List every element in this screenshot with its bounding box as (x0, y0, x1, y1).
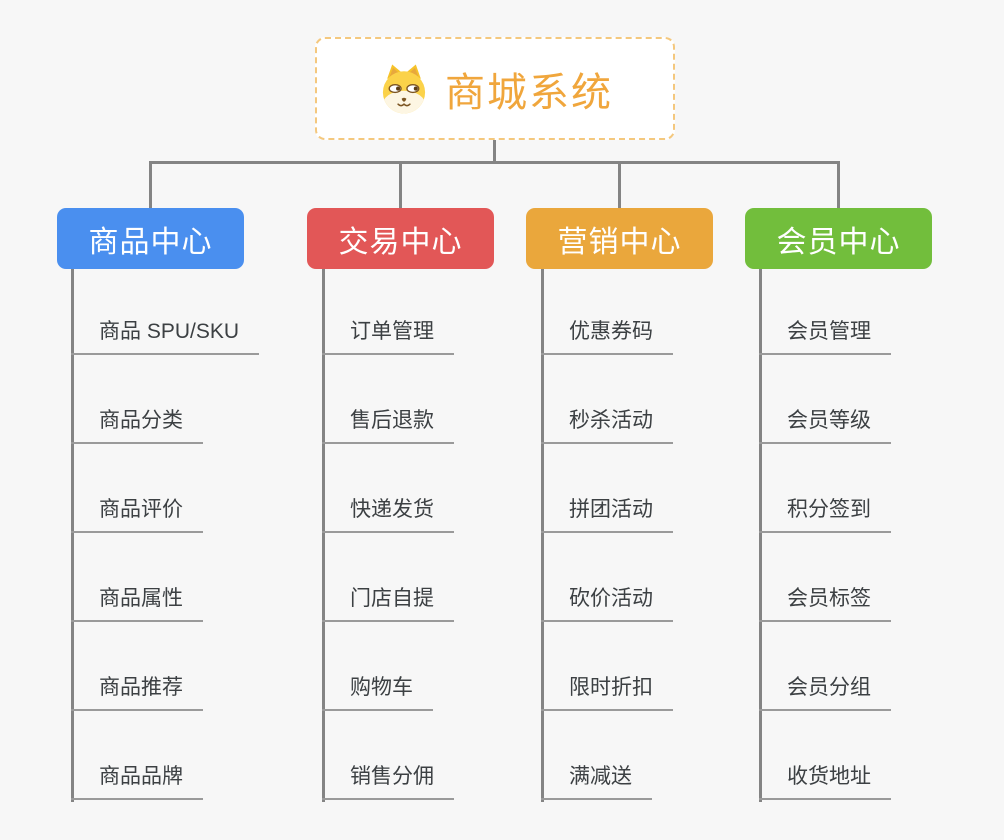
root-connector-line (493, 140, 496, 164)
leaf-node[interactable]: 商品推荐 (71, 673, 203, 711)
leaf-node[interactable]: 会员分组 (759, 673, 891, 711)
leaf-node[interactable]: 售后退款 (322, 406, 454, 444)
root-node[interactable]: 商城系统 (315, 37, 675, 140)
leaf-node[interactable]: 会员等级 (759, 406, 891, 444)
leaf-node[interactable]: 积分签到 (759, 495, 891, 533)
leaf-node[interactable]: 购物车 (322, 673, 433, 711)
leaf-node[interactable]: 拼团活动 (541, 495, 673, 533)
leaf-node[interactable]: 满减送 (541, 762, 652, 800)
leaf-node[interactable]: 会员管理 (759, 317, 891, 355)
branch-drop-line (399, 161, 402, 210)
branch-spine-line (322, 269, 325, 802)
branch-drop-line (149, 161, 152, 210)
leaf-node[interactable]: 商品品牌 (71, 762, 203, 800)
branch-spine-line (759, 269, 762, 802)
branch-node-product[interactable]: 商品中心 (57, 208, 244, 269)
root-title: 商城系统 (445, 70, 613, 115)
leaf-node[interactable]: 销售分佣 (322, 762, 454, 800)
branch-node-trade[interactable]: 交易中心 (307, 208, 494, 269)
leaf-node[interactable]: 订单管理 (322, 317, 454, 355)
leaf-node[interactable]: 商品 SPU/SKU (71, 317, 260, 355)
branch-spine-line (71, 269, 74, 802)
leaf-node[interactable]: 商品分类 (71, 406, 203, 444)
leaf-node[interactable]: 商品属性 (71, 584, 203, 622)
leaf-node[interactable]: 收货地址 (759, 762, 891, 800)
leaf-node[interactable]: 快递发货 (322, 495, 454, 533)
leaf-node[interactable]: 优惠券码 (541, 317, 673, 355)
leaf-node[interactable]: 秒杀活动 (541, 406, 673, 444)
leaf-node[interactable]: 限时折扣 (541, 673, 673, 711)
branch-bus-line (149, 161, 840, 164)
shiba-dog-icon (382, 64, 426, 113)
leaf-node[interactable]: 商品评价 (71, 495, 203, 533)
leaf-node[interactable]: 砍价活动 (541, 584, 673, 622)
leaf-node[interactable]: 会员标签 (759, 584, 891, 622)
branch-drop-line (618, 161, 621, 210)
leaf-node[interactable]: 门店自提 (322, 584, 454, 622)
branch-drop-line (837, 161, 840, 210)
branch-node-marketing[interactable]: 营销中心 (526, 208, 713, 269)
branch-spine-line (541, 269, 544, 802)
branch-node-member[interactable]: 会员中心 (745, 208, 932, 269)
